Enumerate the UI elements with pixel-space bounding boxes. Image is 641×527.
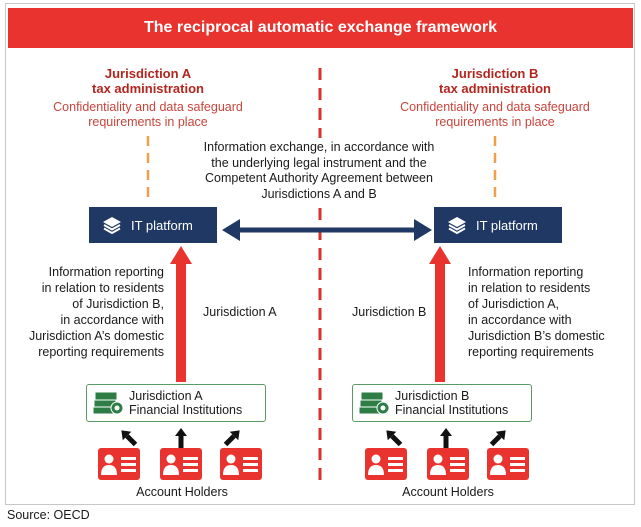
conf-b-line: requirements in place [435, 115, 555, 129]
diagram-frame [5, 3, 635, 505]
reporting-text-a: Information reporting in relation to res… [14, 264, 164, 360]
jurisdiction-b-name: Jurisdiction B [451, 66, 539, 81]
id-card-icon [487, 448, 529, 480]
exchange-line: Competent Authority Agreement between [205, 171, 433, 185]
reporting-a-line: in relation to residents [41, 281, 164, 295]
title-text: The reciprocal automatic exchange framew… [143, 19, 497, 36]
it-platform-a-label: IT platform [131, 217, 193, 233]
fi-b-line: Jurisdiction B [395, 389, 470, 403]
financial-institutions-a: Jurisdiction A Financial Institutions [86, 384, 266, 422]
arrow-a-shaft [176, 262, 186, 382]
layers-icon [448, 217, 466, 235]
jurisdiction-b-heading: Jurisdiction B tax administration [395, 66, 595, 96]
id-card-icon [160, 448, 202, 480]
reporting-a-line: Information reporting [48, 265, 164, 279]
exchange-line: Jurisdictions A and B [261, 186, 377, 201]
reporting-b-line: Jurisdiction B’s domestic [468, 329, 605, 343]
id-card-icon [220, 448, 262, 480]
reporting-text-b: Information reporting in relation to res… [468, 264, 628, 360]
arrow-b-label: Jurisdiction B [352, 305, 427, 319]
id-card-icon [98, 448, 140, 480]
reporting-b-line: of Jurisdiction A, [468, 297, 560, 311]
jurisdiction-b-admin: tax administration [439, 81, 551, 96]
money-stack-icon [92, 391, 124, 415]
reporting-a-line: in accordance with [60, 313, 164, 327]
jurisdiction-a-admin: tax administration [92, 81, 204, 96]
arrow-a-head [170, 246, 192, 264]
reporting-b-line: in accordance with [468, 313, 572, 327]
fi-a-text: Jurisdiction A Financial Institutions [129, 389, 242, 417]
it-platform-b: IT platform [434, 207, 562, 243]
arrow-b-head [429, 246, 451, 264]
jurisdiction-a-name: Jurisdiction A [104, 66, 192, 81]
money-stack-icon [358, 391, 390, 415]
id-card-icon [365, 448, 407, 480]
conf-b-line: Confidentiality and data safeguard [400, 100, 590, 114]
fi-a-line: Financial Institutions [129, 403, 243, 417]
exchange-arrow-head-right [414, 219, 432, 241]
exchange-description: Information exchange, in accordance with… [184, 138, 454, 204]
fi-b-line: Financial Institutions [395, 403, 509, 417]
jurisdiction-a-heading: Jurisdiction A tax administration [48, 66, 248, 96]
source-note: Source: OECD [7, 508, 90, 522]
exchange-arrow-head-left [222, 219, 240, 241]
account-holders-b-label: Account Holders [402, 485, 494, 499]
account-holders-a-label: Account Holders [136, 485, 228, 499]
arrow-a-label: Jurisdiction A [203, 305, 277, 319]
jurisdiction-a-confidentiality: Confidentiality and data safeguard requi… [28, 100, 268, 130]
arrow-b-shaft [435, 262, 445, 382]
diagram-title: The reciprocal automatic exchange framew… [8, 8, 633, 48]
reporting-a-line: of Jurisdiction B, [72, 297, 164, 311]
reporting-b-line: reporting requirements [468, 345, 594, 359]
exchange-line: Information exchange, in accordance with [203, 140, 435, 154]
conf-a-line: requirements in place [88, 115, 208, 129]
holder-arrows-b [386, 428, 506, 448]
holder-arrows-a [121, 428, 240, 448]
financial-institutions-b: Jurisdiction B Financial Institutions [352, 384, 532, 422]
reporting-a-line: Jurisdiction A’s domestic [28, 329, 164, 343]
exchange-line: the underlying legal instrument and the [211, 155, 427, 170]
reporting-a-line: reporting requirements [38, 345, 164, 359]
layers-icon [103, 217, 121, 235]
reporting-b-line: Information reporting [468, 265, 584, 279]
fi-b-text: Jurisdiction B Financial Institutions [395, 389, 508, 417]
id-card-icon [427, 448, 469, 480]
conf-a-line: Confidentiality and data safeguard [53, 100, 243, 114]
it-platform-a: IT platform [89, 207, 217, 243]
fi-a-line: Jurisdiction A [129, 389, 203, 403]
it-platform-b-label: IT platform [476, 217, 538, 233]
jurisdiction-b-confidentiality: Confidentiality and data safeguard requi… [375, 100, 615, 130]
reporting-b-line: in relation to residents [468, 281, 591, 295]
